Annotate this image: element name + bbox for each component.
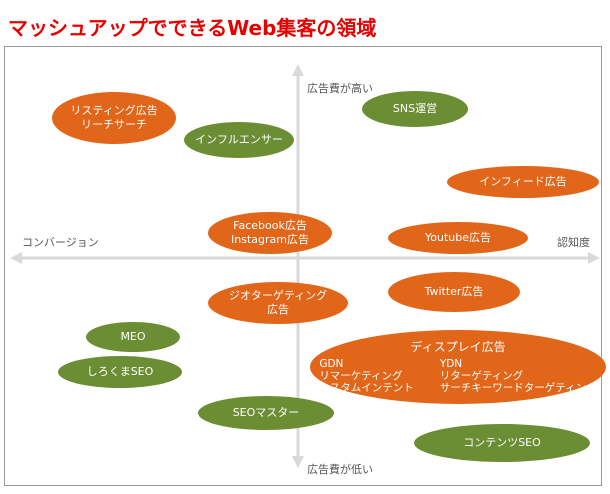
content-seo-node: コンテンツSEO <box>414 424 590 462</box>
display-ad-title: ディスプレイ広告 <box>410 340 506 354</box>
twitter-ad-node: Twitter広告 <box>388 272 520 312</box>
infeed-ad-label: インフィード広告 <box>479 175 567 188</box>
sns-label: SNS運営 <box>392 102 438 115</box>
facebook-ad-line1: Facebook広告 <box>233 219 307 232</box>
listing-ad-line1: リスティング広告 <box>70 104 158 117</box>
content-seo-label: コンテンツSEO <box>463 436 541 449</box>
geo-targeting-line2: 広告 <box>267 303 289 316</box>
display-ad-right-item: リターゲティング <box>439 370 524 382</box>
geo-targeting-node: ジオターゲティング 広告 <box>208 282 348 324</box>
axis-top-label: 広告費が高い <box>307 82 373 95</box>
display-ad-right-column: YDN リターゲティング サーチキーワードターゲティング <box>440 358 597 394</box>
facebook-ad-line2: Instagram広告 <box>231 233 309 246</box>
display-ad-left-item: リマーケティング <box>319 370 403 382</box>
display-ad-node: ディスプレイ広告 GDN リマーケティング カスタムインテント YDN リターゲ… <box>310 330 606 404</box>
facebook-ad-node: Facebook広告 Instagram広告 <box>208 212 332 254</box>
display-ad-left-column: GDN リマーケティング カスタムインテント <box>319 358 414 394</box>
right-arrowhead <box>588 252 600 264</box>
display-ad-columns: GDN リマーケティング カスタムインテント YDN リターゲティング サーチキ… <box>319 358 596 394</box>
meo-node: MEO <box>86 322 180 352</box>
sns-node: SNS運営 <box>362 91 468 127</box>
youtube-ad-label: Youtube広告 <box>425 231 491 244</box>
seo-master-label: SEOマスター <box>232 406 300 419</box>
axis-bottom-label: 広告費が低い <box>307 463 373 476</box>
display-ad-left-item: GDN <box>319 358 344 370</box>
axis-right-label: 認知度 <box>557 236 590 249</box>
top-arrowhead <box>292 64 304 76</box>
influencer-node: インフルエンサー <box>184 122 294 158</box>
axis-left-label: コンバージョン <box>22 236 99 249</box>
infeed-ad-node: インフィード広告 <box>447 166 599 198</box>
listing-ad-line2: リーチサーチ <box>81 118 147 131</box>
bottom-arrowhead <box>292 456 304 468</box>
diagram-frame <box>4 46 602 486</box>
shirokuma-seo-label: しろくまSEO <box>86 365 154 378</box>
shirokuma-seo-node: しろくまSEO <box>58 356 182 388</box>
left-arrowhead <box>10 252 22 264</box>
display-ad-right-item: サーチキーワードターゲティング <box>439 382 597 394</box>
geo-targeting-line1: ジオターゲティング <box>228 289 328 302</box>
display-ad-right-item: YDN <box>439 358 463 370</box>
meo-label: MEO <box>120 330 146 343</box>
twitter-ad-label: Twitter広告 <box>424 285 484 298</box>
display-ad-left-item: カスタムインテント <box>319 382 414 394</box>
youtube-ad-node: Youtube広告 <box>388 222 528 254</box>
seo-master-node: SEOマスター <box>198 396 334 430</box>
influencer-label: インフルエンサー <box>195 133 283 146</box>
page-title: マッシュアップでできるWeb集客の領域 <box>8 16 377 40</box>
listing-ad-node: リスティング広告 リーチサーチ <box>52 92 176 144</box>
